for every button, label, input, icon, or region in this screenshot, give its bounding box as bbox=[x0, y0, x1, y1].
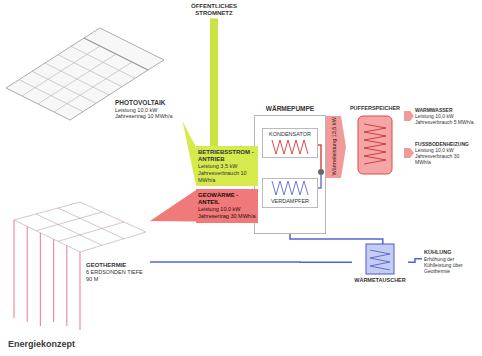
pipe-line bbox=[408, 259, 422, 263]
pipe-line bbox=[290, 234, 383, 244]
hot-water-label: WARMWASSERLeistung 10,0 kW Jahresverbrau… bbox=[414, 106, 476, 126]
node-detail: Erhöhung der Kühlleistung über Geothermi… bbox=[424, 256, 477, 274]
pipe-line bbox=[150, 261, 352, 263]
condenser-box: KONDENSATOR bbox=[262, 128, 318, 158]
flow-arrow bbox=[326, 116, 346, 178]
flow-label: Wärmeleistung 13,5 kW bbox=[330, 117, 337, 177]
evaporator-coil bbox=[272, 181, 308, 195]
probe-field-grid bbox=[14, 202, 146, 252]
buffer-tank-box: PUFFERSPEICHER bbox=[346, 104, 404, 178]
heat-exchanger-box: WÄRMETAUSCHER bbox=[352, 244, 408, 285]
node-heading: VERDAMPFER bbox=[265, 198, 315, 205]
node-heading: PHOTOVOLTAIK bbox=[115, 99, 189, 107]
node-heading: ÖFFENTLICHES STROMNETZ bbox=[183, 3, 245, 17]
flow-arrow bbox=[404, 148, 414, 158]
pv-roof-outline bbox=[6, 28, 164, 120]
node-heading: WARMWASSER bbox=[415, 107, 475, 113]
exchanger-body bbox=[366, 244, 394, 274]
node-heading: KÜHLUNG bbox=[424, 249, 477, 256]
node-detail: Leistung 10,0 kW Jahresverbrauch 5 MWh/a bbox=[415, 113, 475, 125]
node-heading: GEOTHERMIE bbox=[86, 262, 146, 269]
borehole-probes bbox=[14, 220, 80, 330]
node-heading: WÄRMETAUSCHER bbox=[352, 277, 408, 284]
cooling-label: KÜHLUNGErhöhung der Kühlleistung über Ge… bbox=[422, 248, 478, 275]
compressor bbox=[318, 169, 324, 175]
node-heading: FUSSBODENHEIZUNG bbox=[415, 141, 475, 147]
node-heading: WÄRMEPUMPE bbox=[254, 105, 326, 113]
pipe-line bbox=[210, 18, 218, 146]
geo-heat-box: GEOWÄRME - ANTEILLeistung 10,0 kW Jahres… bbox=[196, 189, 258, 223]
tank-coil bbox=[364, 124, 386, 164]
node-heading: PUFFERSPEICHER bbox=[346, 105, 404, 112]
node-detail: Leistung 3,5 kW Jahresverbrauch 10 MWh/a bbox=[198, 163, 256, 183]
geothermal-field: GEOTHERMIE6 ERDSONDEN TIEFE 90 M bbox=[10, 196, 150, 335]
flow-arrow bbox=[404, 111, 414, 121]
hot-pipe bbox=[318, 145, 321, 169]
node-heading: BETRIEBSSTROM - ANTRIEB bbox=[198, 149, 256, 163]
node-heading: KONDENSATOR bbox=[265, 131, 315, 138]
condenser-coil bbox=[272, 140, 308, 154]
node-detail: Leistung 10,0 kW Jahresertrag 30 MWh/a bbox=[198, 206, 256, 219]
cold-pipe bbox=[318, 175, 321, 188]
evaporator-box: VERDAMPFER bbox=[262, 178, 318, 208]
power-box: BETRIEBSSTROM - ANTRIEBLeistung 3,5 kW J… bbox=[196, 146, 258, 186]
text-holder: GEOTHERMIE6 ERDSONDEN TIEFE 90 M bbox=[86, 262, 146, 282]
energy-wedge bbox=[182, 121, 196, 185]
grid-label: ÖFFENTLICHES STROMNETZ bbox=[183, 3, 245, 18]
node-heading: GEOWÄRME - ANTEIL bbox=[198, 192, 256, 206]
caption: Energiekonzept bbox=[8, 339, 75, 350]
pv-label: PHOTOVOLTAIKLeistung 10,0 kW Jahresertra… bbox=[114, 98, 190, 121]
buffer-tank bbox=[358, 116, 392, 174]
node-detail: Leistung 10,0 kW Jahresertrag 10 MWh/a bbox=[115, 107, 189, 120]
node-detail: Leistung 10,0 kW Jahresverbrauch 30 MWh/… bbox=[415, 147, 475, 165]
heat-pump-frame bbox=[255, 116, 326, 234]
node-detail: 6 ERDSONDEN TIEFE 90 M bbox=[86, 269, 146, 282]
exchanger-coil bbox=[370, 250, 390, 270]
energy-wedge bbox=[150, 190, 196, 222]
heat-pump-box: WÄRMEPUMPE KONDENSATOR VERDAMPFER bbox=[254, 104, 326, 234]
floor-heating-label: FUSSBODENHEIZUNGLeistung 10,0 kW Jahresv… bbox=[414, 140, 476, 166]
